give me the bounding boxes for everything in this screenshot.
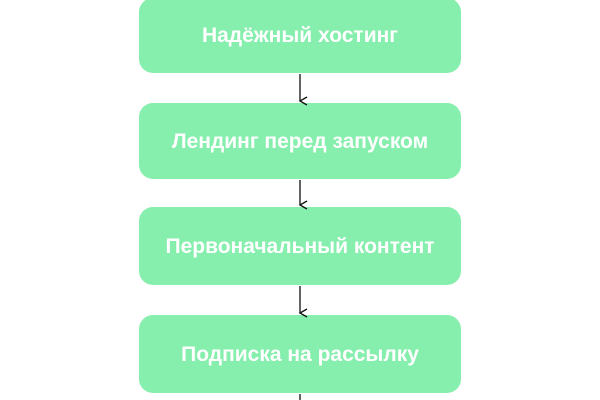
step-label: Надёжный хостинг bbox=[201, 24, 399, 47]
step-label: Подписка на рассылку bbox=[181, 342, 419, 366]
step-label: Первоначальный контент bbox=[165, 234, 435, 258]
step-label: Лендинг перед запуском bbox=[171, 129, 429, 153]
step-newsletter-subscription: Подписка на рассылку bbox=[139, 315, 461, 393]
step-prelaunch-landing: Лендинг перед запуском bbox=[139, 103, 461, 179]
step-reliable-hosting: Надёжный хостинг bbox=[139, 0, 461, 73]
step-initial-content: Первоначальный контент bbox=[139, 207, 461, 285]
